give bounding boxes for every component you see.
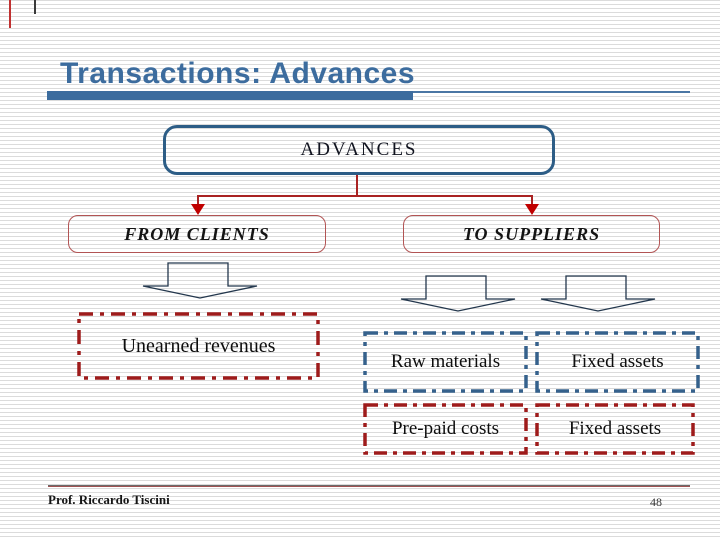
dash-dot-border bbox=[535, 331, 700, 393]
diagram-node-prepaid-costs: Pre-paid costs bbox=[363, 403, 528, 455]
branch-left-label: FROM CLIENTS bbox=[124, 223, 270, 244]
diagram-node-from-clients: FROM CLIENTS bbox=[68, 215, 326, 253]
branch-right-label: TO SUPPLIERS bbox=[462, 223, 601, 244]
raw-materials-label: Raw materials bbox=[390, 351, 501, 372]
prepaid-costs-label: Pre-paid costs bbox=[391, 418, 500, 439]
footer-divider bbox=[48, 485, 690, 487]
arrowhead-left-icon bbox=[191, 204, 205, 215]
template-dark-tick bbox=[34, 0, 36, 14]
root-label: ADVANCES bbox=[300, 139, 418, 160]
fixed-assets-bottom-label: Fixed assets bbox=[568, 418, 662, 439]
down-block-arrow-icon bbox=[142, 262, 258, 299]
down-block-arrow-icon bbox=[540, 275, 656, 312]
down-block-arrow-icon bbox=[400, 275, 516, 312]
dash-dot-border bbox=[535, 403, 695, 455]
dash-dot-border bbox=[363, 403, 528, 455]
connector-horizontal-line bbox=[197, 195, 533, 197]
template-red-tick bbox=[9, 0, 11, 28]
title-underline-bar bbox=[47, 91, 413, 100]
dash-dot-border bbox=[363, 331, 528, 393]
unearned-revenues-label: Unearned revenues bbox=[121, 334, 276, 357]
diagram-node-fixed-assets-top: Fixed assets bbox=[535, 331, 700, 393]
diagram-root-advances: ADVANCES bbox=[163, 125, 555, 175]
connector-vertical-line bbox=[356, 175, 358, 196]
connector-right-stub bbox=[531, 196, 533, 205]
diagram-node-unearned-revenues: Unearned revenues bbox=[77, 312, 320, 380]
diagram-node-fixed-assets-bottom: Fixed assets bbox=[535, 403, 695, 455]
diagram-node-raw-materials: Raw materials bbox=[363, 331, 528, 393]
fixed-assets-top-label: Fixed assets bbox=[571, 351, 664, 372]
connector-left-stub bbox=[197, 196, 199, 205]
page-number: 48 bbox=[650, 495, 662, 509]
dash-dot-border bbox=[77, 312, 320, 380]
diagram-node-to-suppliers: TO SUPPLIERS bbox=[403, 215, 660, 253]
arrowhead-right-icon bbox=[525, 204, 539, 215]
footer-author: Prof. Riccardo Tiscini bbox=[48, 492, 170, 507]
slide-title: Transactions: Advances bbox=[60, 57, 416, 90]
